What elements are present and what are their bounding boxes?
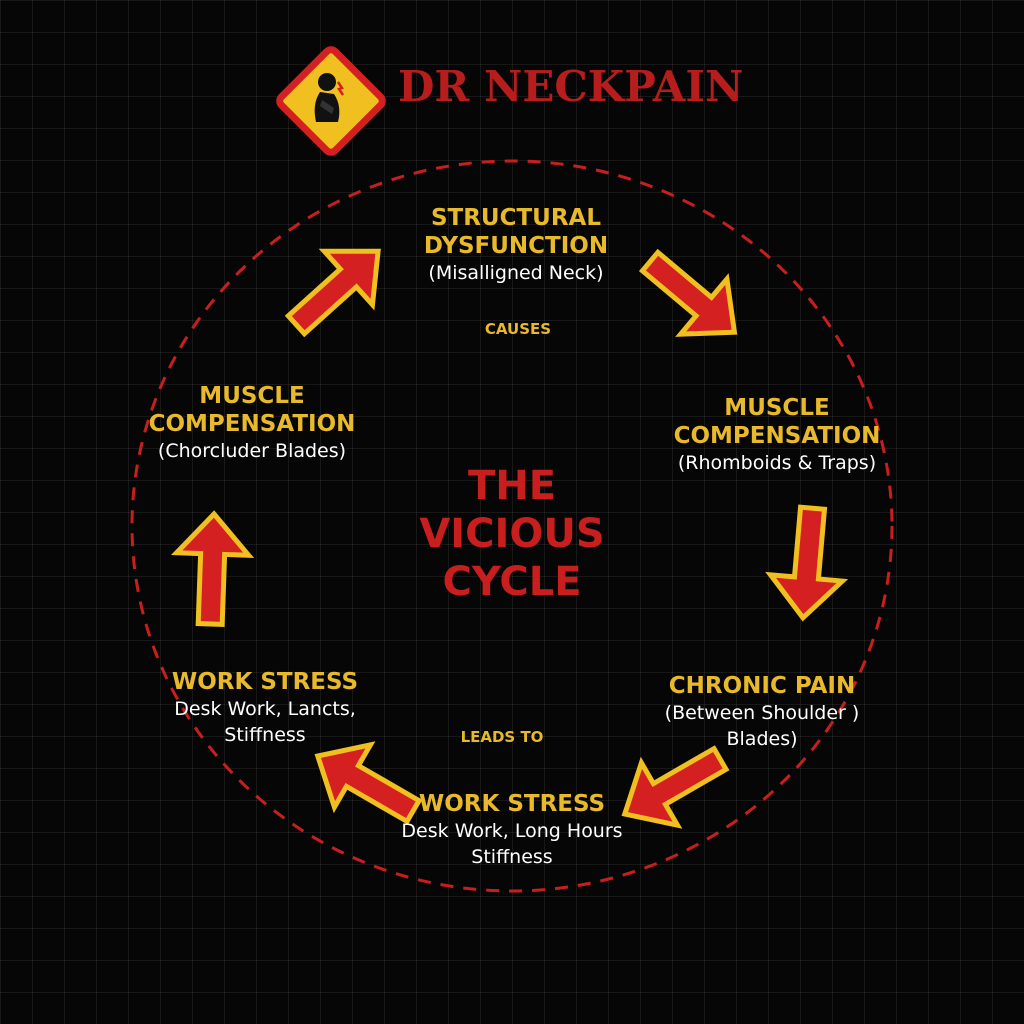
node-work-stress-bottom: WORK STRESS Desk Work, Long Hours Stiffn… <box>401 790 622 870</box>
node-title: WORK STRESS <box>418 791 606 817</box>
node-title: COMPENSATION <box>673 423 881 449</box>
node-muscle-compensation-left: MUSCLE COMPENSATION (Chorcluder Blades) <box>149 382 356 464</box>
node-subtitle: (Rhomboids & Traps) <box>677 452 877 474</box>
node-chronic-pain: CHRONIC PAIN (Between Shoulder ) Blades) <box>665 672 860 752</box>
arrow-top-to-right-icon <box>638 248 738 337</box>
node-title: MUSCLE <box>724 395 830 421</box>
center-title-line: VICIOUS <box>419 511 605 557</box>
node-title: STRUCTURAL <box>430 205 602 231</box>
warning-diamond-neck-pain-icon <box>276 46 386 156</box>
node-title: DYSFUNCTION <box>423 233 609 259</box>
center-title: THE VICIOUS CYCLE <box>382 462 642 606</box>
node-subtitle: Stiffness <box>224 724 306 746</box>
node-structural-dysfunction: STRUCTURAL DYSFUNCTION (Misalligned Neck… <box>424 204 608 286</box>
node-title: WORK STRESS <box>171 669 359 695</box>
center-title-line: CYCLE <box>442 559 582 605</box>
node-subtitle: Blades) <box>726 728 798 750</box>
connector-causes: CAUSES <box>484 320 552 338</box>
node-subtitle: (Chorcluder Blades) <box>157 440 347 462</box>
node-title: COMPENSATION <box>148 411 356 437</box>
node-title: CHRONIC PAIN <box>668 673 856 699</box>
node-title: MUSCLE <box>199 383 305 409</box>
arrow-right-to-pain-icon <box>765 504 849 622</box>
node-subtitle: (Between Shoulder ) <box>664 702 860 724</box>
brand-title: DR NECKPAIN <box>398 62 744 111</box>
node-subtitle: Desk Work, Long Hours <box>401 820 623 842</box>
node-subtitle: Stiffness <box>471 846 553 868</box>
node-work-stress-left: WORK STRESS Desk Work, Lancts, Stiffness <box>172 668 358 748</box>
arrow-pain-to-bottom-icon <box>621 745 730 829</box>
connector-leads-to: LEADS TO <box>460 728 544 746</box>
node-subtitle: Desk Work, Lancts, <box>174 698 356 720</box>
arrow-stress-to-muscle-icon <box>170 510 255 627</box>
arrow-bottom-to-left-icon <box>314 741 423 825</box>
center-title-line: THE <box>467 463 557 509</box>
cycle-ring <box>130 159 894 893</box>
arrow-left-to-top-icon <box>284 248 381 338</box>
node-muscle-compensation-right: MUSCLE COMPENSATION (Rhomboids & Traps) <box>674 394 881 476</box>
node-subtitle: (Misalligned Neck) <box>428 262 604 284</box>
